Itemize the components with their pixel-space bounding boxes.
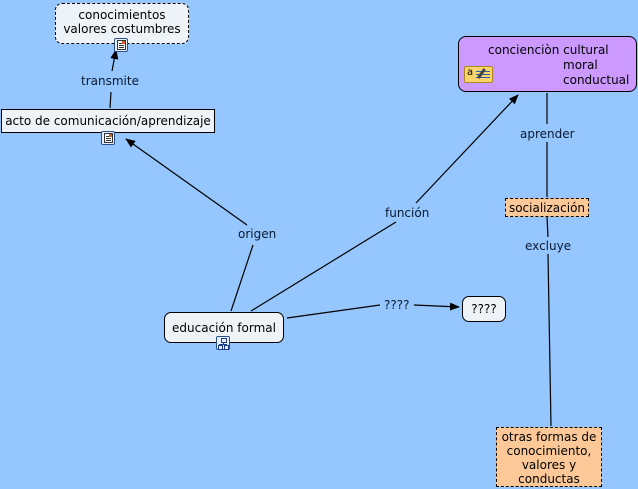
concept-otras-line4: conductas	[518, 472, 580, 486]
link-label-excluye[interactable]: excluye	[523, 239, 574, 253]
link-line-excluye-otras	[547, 253, 552, 427]
concept-educacion-text: educación formal	[172, 321, 276, 335]
concept-unknown[interactable]: ????	[462, 296, 506, 322]
concept-map-submap-icon[interactable]	[216, 336, 230, 350]
document-resource-icon[interactable]	[114, 38, 128, 52]
link-label-funcion[interactable]: función	[383, 206, 432, 220]
concept-socializacion[interactable]: socialización	[505, 198, 589, 217]
link-line-educacion-origen	[230, 244, 254, 312]
concept-otras-formas[interactable]: otras formas de conocimiento, valores y …	[496, 427, 602, 487]
concept-concienciacion-cultural[interactable]: concienciòn cultural moral conductual	[458, 36, 637, 92]
link-label-transmite[interactable]: transmite	[79, 74, 141, 88]
concept-otras-line1: otras formas de	[501, 430, 597, 444]
concept-otras-line3: valores y	[521, 458, 577, 472]
concept-otras-line2: conocimiento,	[506, 444, 592, 458]
link-label-unknown[interactable]: ????	[382, 298, 412, 312]
link-line-origen-acto	[125, 138, 248, 226]
link-line-acto-transmite	[109, 91, 112, 109]
annotation-note-icon[interactable]: a	[464, 66, 493, 83]
link-line-socializacion-excluye	[546, 216, 549, 238]
link-line-transmite-conocimientos	[110, 49, 119, 72]
concept-conocimientos-line1: conocimientos	[78, 8, 166, 22]
concept-concienciacion-line3: conductual	[563, 73, 630, 87]
link-line-unknown-target	[413, 302, 460, 311]
concept-socializacion-text: socialización	[508, 201, 586, 215]
concept-acto-text: acto de comunicación/aprendizaje	[5, 114, 211, 128]
concept-concienciacion-line1: concienciòn cultural	[488, 43, 609, 57]
link-line-funcion-concienciacion	[415, 94, 519, 204]
link-label-aprender[interactable]: aprender	[518, 127, 577, 141]
concept-acto-comunicacion[interactable]: acto de comunicación/aprendizaje	[1, 109, 215, 133]
concept-conocimientos[interactable]: conocimientos valores costumbres	[55, 3, 189, 44]
concept-conocimientos-line2: valores costumbres	[63, 22, 181, 36]
concept-unknown-text: ????	[471, 302, 497, 316]
concept-concienciacion-line2: moral	[563, 58, 598, 72]
link-label-origen[interactable]: origen	[236, 227, 279, 241]
link-line-educacion-funcion	[250, 221, 397, 312]
link-line-educacion-unknown	[286, 304, 381, 319]
document-resource-icon[interactable]	[101, 131, 115, 145]
